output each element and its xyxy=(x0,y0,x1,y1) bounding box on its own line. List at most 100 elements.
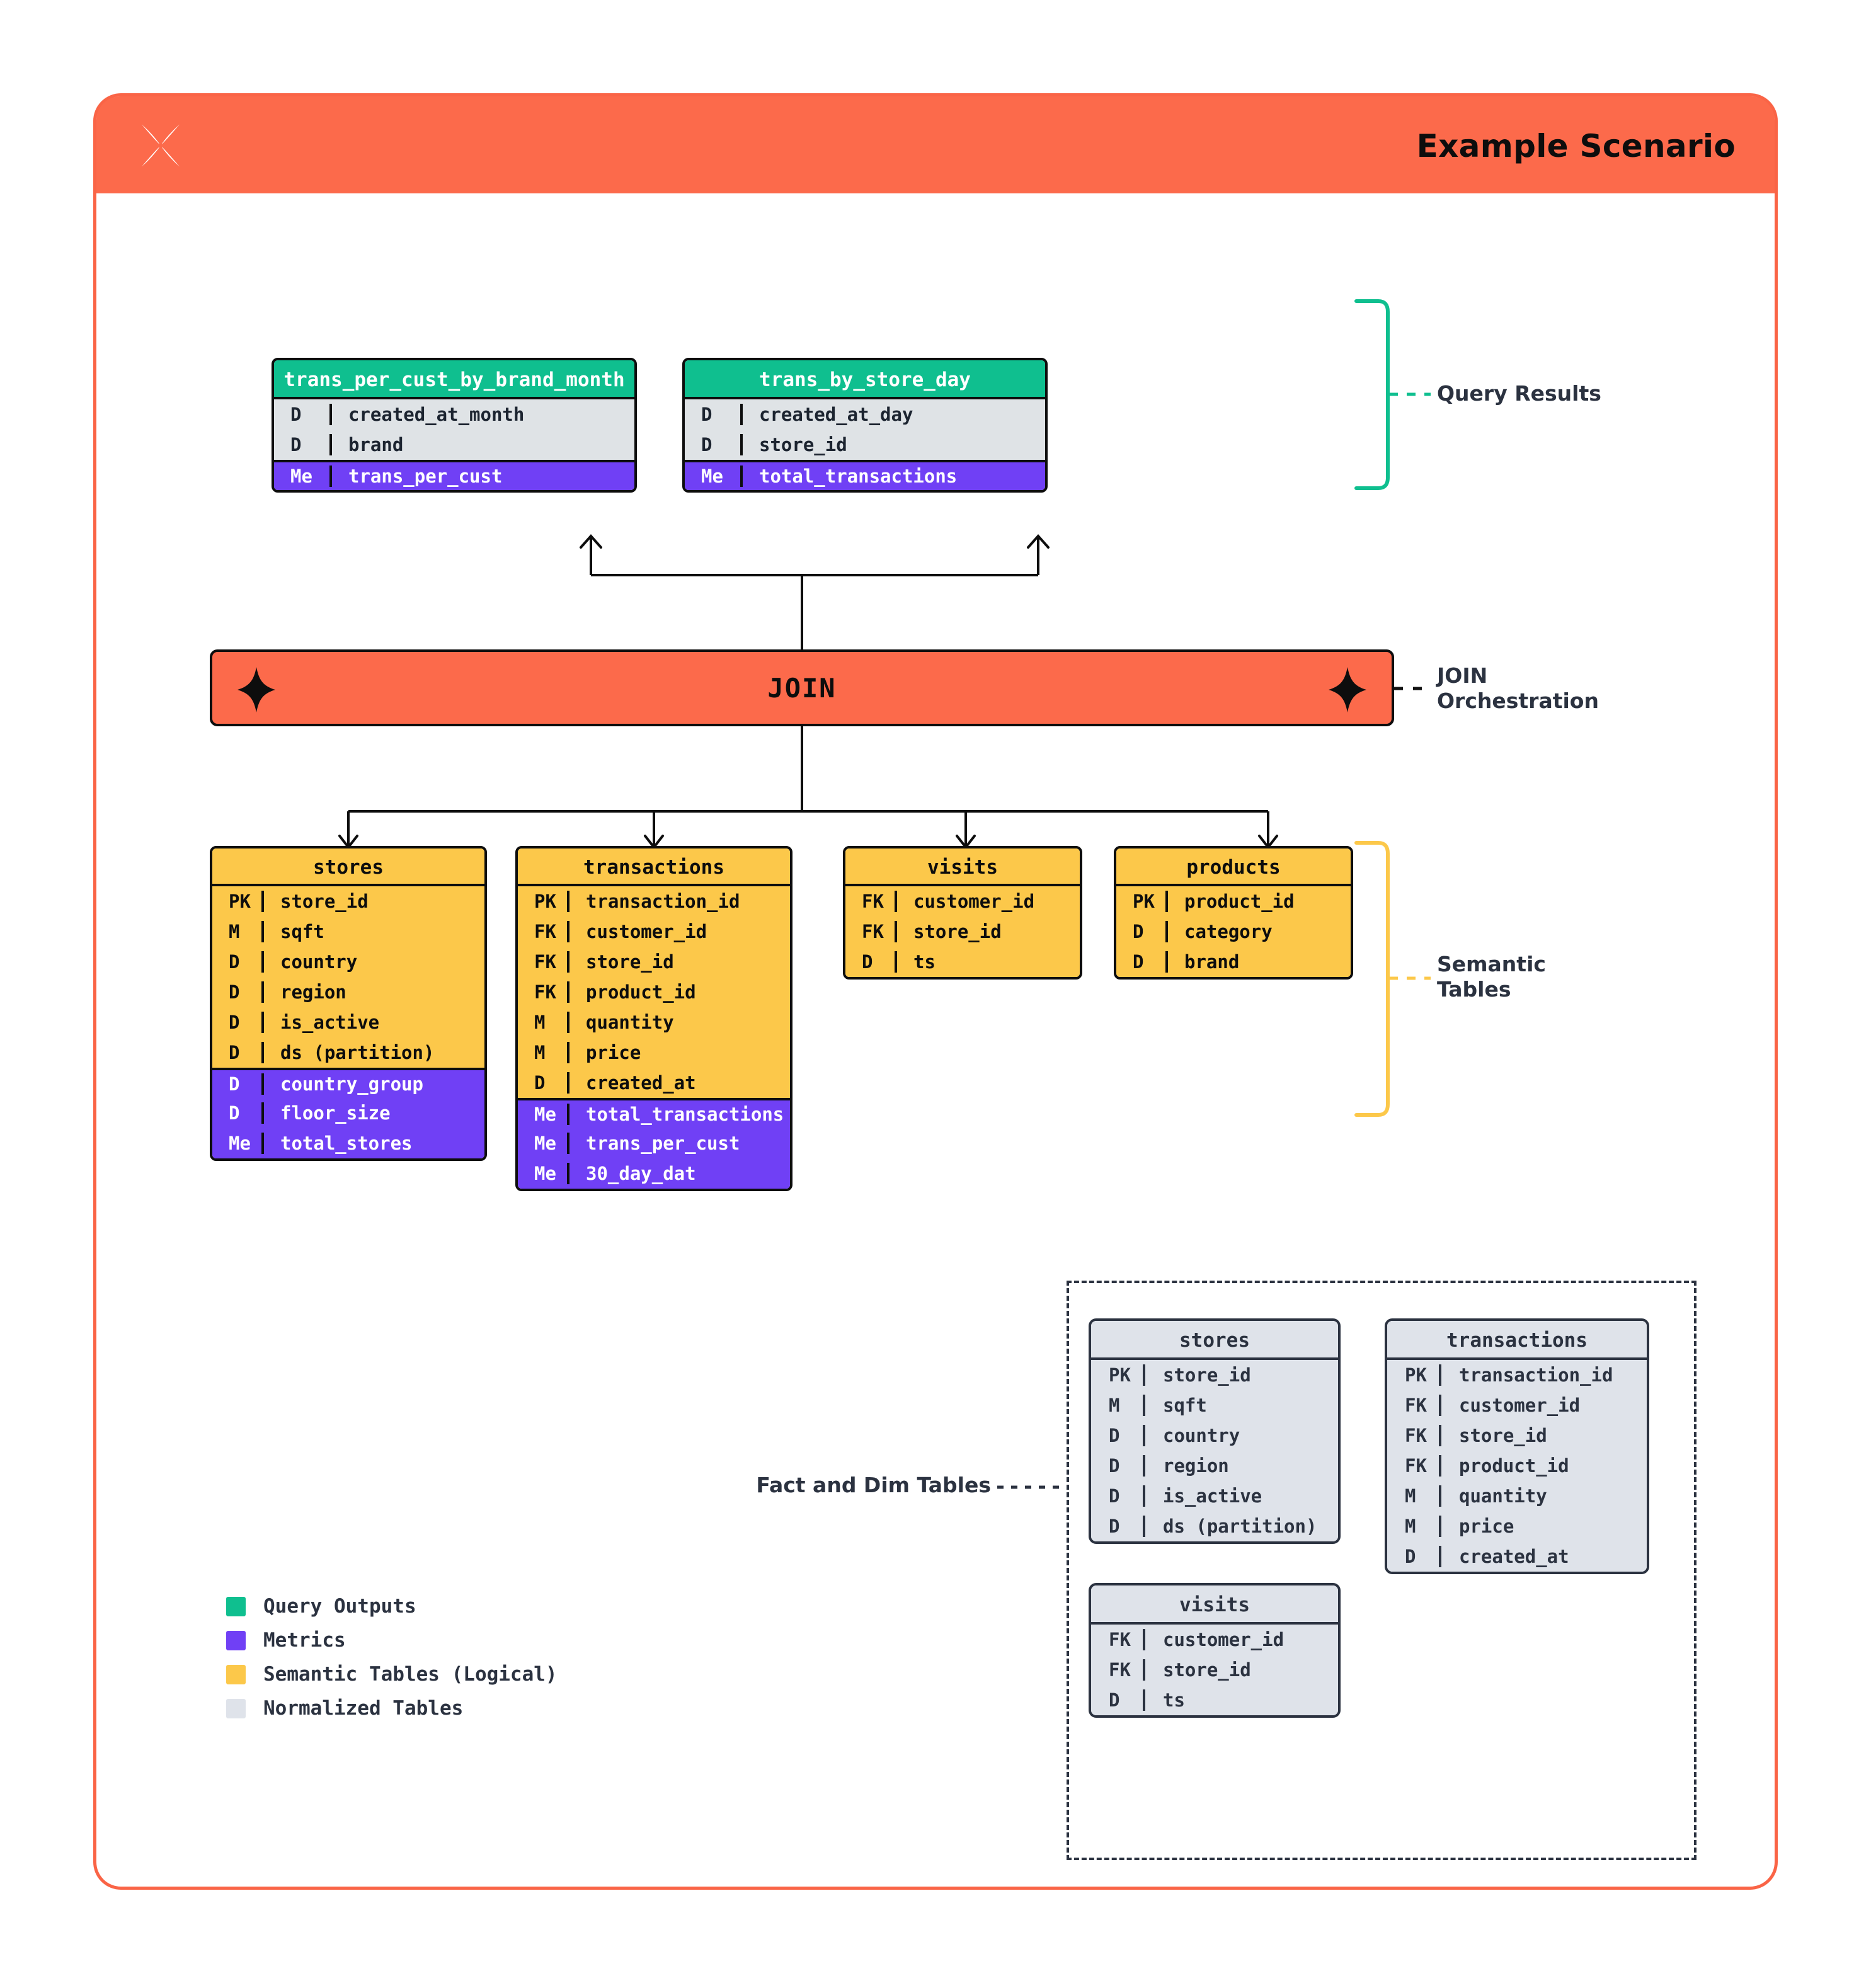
row-key: FK xyxy=(1387,1395,1441,1416)
row-key: M xyxy=(1387,1485,1441,1507)
table-title: transactions xyxy=(518,848,790,886)
row-key: D xyxy=(1091,1455,1145,1477)
row-key: D xyxy=(212,1012,264,1033)
row-field: region xyxy=(1163,1455,1229,1477)
row-key: D xyxy=(685,404,743,425)
join-orchestration-bar[interactable]: JOIN xyxy=(210,649,1394,726)
row-field: floor_size xyxy=(280,1102,391,1124)
row-key: D xyxy=(1116,921,1168,942)
row-field: trans_per_cust xyxy=(348,466,503,487)
row-key: M xyxy=(518,1012,569,1033)
table-row: PK transaction_id xyxy=(1387,1360,1647,1390)
row-field: quantity xyxy=(1459,1485,1547,1507)
row-field: store_id xyxy=(280,891,369,912)
legend-label: Normalized Tables xyxy=(263,1697,464,1720)
row-field: transaction_id xyxy=(586,891,740,912)
row-field: total_stores xyxy=(280,1133,413,1154)
row-field: ds (partition) xyxy=(1163,1516,1317,1537)
row-field: is_active xyxy=(1163,1485,1262,1507)
table-row-metric: Me total_stores xyxy=(212,1128,484,1158)
row-field: quantity xyxy=(586,1012,674,1033)
row-field: customer_id xyxy=(913,891,1035,912)
annotation-semantic-tables: Semantic Tables xyxy=(1437,952,1626,1003)
row-key: Me xyxy=(212,1133,264,1154)
table-title: trans_per_cust_by_brand_month xyxy=(274,360,634,399)
table-title: stores xyxy=(1091,1321,1338,1360)
row-field: store_id xyxy=(1163,1659,1251,1681)
row-field: created_at xyxy=(1459,1546,1569,1567)
legend-swatch-normalized-tables xyxy=(226,1698,246,1718)
row-key: PK xyxy=(1116,891,1168,912)
legend-swatch-query-outputs xyxy=(226,1596,246,1616)
table-title: visits xyxy=(845,848,1080,886)
row-key: PK xyxy=(212,891,264,912)
row-field: customer_id xyxy=(1459,1395,1581,1416)
row-key: D xyxy=(212,981,264,1003)
row-key: M xyxy=(212,921,264,942)
table-row: PK store_id xyxy=(212,886,484,917)
row-key: D xyxy=(212,1042,264,1063)
row-field: transaction_id xyxy=(1459,1364,1613,1386)
annotation-query-results: Query Results xyxy=(1437,381,1601,406)
legend-label: Metrics xyxy=(263,1629,346,1652)
row-field: region xyxy=(280,981,346,1003)
row-key: D xyxy=(1091,1485,1145,1507)
row-key: FK xyxy=(845,921,897,942)
row-key: FK xyxy=(1091,1659,1145,1681)
row-key: D xyxy=(1091,1516,1145,1537)
legend: Query Outputs Metrics Semantic Tables (L… xyxy=(226,1589,558,1725)
row-field: price xyxy=(586,1042,641,1063)
row-key: FK xyxy=(1091,1629,1145,1650)
row-field: total_transactions xyxy=(586,1104,784,1125)
table-row-metric: Me total_transactions xyxy=(685,460,1045,490)
row-field: category xyxy=(1184,921,1273,942)
row-field: ts xyxy=(913,951,936,973)
query-result-table-trans-by-store-day[interactable]: trans_by_store_day D created_at_day D st… xyxy=(682,358,1048,493)
query-result-table-trans-per-cust-by-brand-month[interactable]: trans_per_cust_by_brand_month D created_… xyxy=(272,358,637,493)
row-field: store_id xyxy=(1459,1425,1547,1446)
row-key: D xyxy=(1091,1689,1145,1711)
row-field: brand xyxy=(1184,951,1240,973)
legend-item-metrics: Metrics xyxy=(226,1623,558,1657)
table-row: FK customer_id xyxy=(1387,1390,1647,1420)
table-row: D store_id xyxy=(685,430,1045,460)
row-key: PK xyxy=(518,891,569,912)
legend-item-semantic-tables: Semantic Tables (Logical) xyxy=(226,1657,558,1691)
row-key: D xyxy=(685,434,743,455)
row-field: store_id xyxy=(1163,1364,1251,1386)
row-key: D xyxy=(1091,1425,1145,1446)
row-field: country xyxy=(1163,1425,1240,1446)
row-key: Me xyxy=(518,1133,569,1154)
page-title: Example Scenario xyxy=(1416,128,1736,164)
sparkle-icon xyxy=(1329,667,1366,712)
table-row: D brand xyxy=(274,430,634,460)
annotation-join-orchestration: JOIN Orchestration xyxy=(1437,663,1599,714)
row-field: product_id xyxy=(1459,1455,1569,1477)
table-row: PK transaction_id xyxy=(518,886,790,917)
row-field: store_id xyxy=(759,434,847,455)
row-field: sqft xyxy=(280,921,324,942)
row-key: PK xyxy=(1387,1364,1441,1386)
row-field: country xyxy=(280,951,358,973)
row-key: M xyxy=(518,1042,569,1063)
row-field: created_at_day xyxy=(759,404,913,425)
